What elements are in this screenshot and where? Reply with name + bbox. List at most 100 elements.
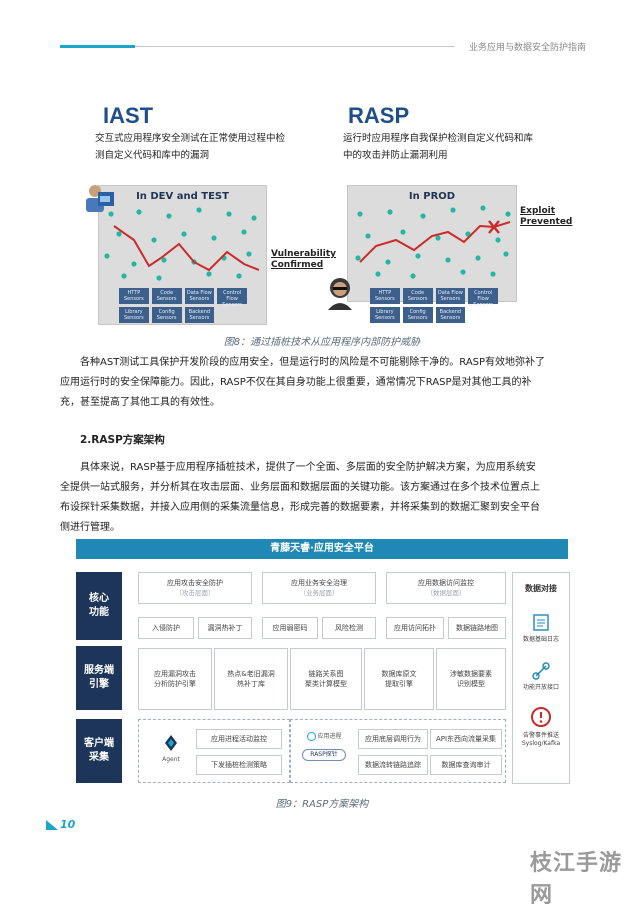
- rasp-architecture-diagram: 青藤天睿·应用安全平台 核心功能 应用攻击安全防护（攻击层面） 应用业务安全治理…: [76, 539, 570, 789]
- illustration-dot: [116, 231, 122, 237]
- client-agent-group: [138, 719, 290, 783]
- iast-trace-line: [113, 225, 260, 272]
- illustration-dot: [226, 211, 232, 217]
- client-issue-policy: 下发插桩检测策略: [196, 755, 282, 775]
- developer-icon: [86, 185, 114, 212]
- rasp-desc-line: 运行时应用程序自我保护检测自定义代码和库: [343, 133, 534, 144]
- illustration-dot: [475, 255, 481, 261]
- illustration-dot: [420, 213, 426, 219]
- illustration-dot: [151, 237, 157, 243]
- illustration-dot: [435, 235, 441, 241]
- engine-hot-patch-library: 热点&老旧漏洞热补丁库: [214, 648, 288, 710]
- illustration-dot: [241, 229, 247, 235]
- side-item-api: 功能开放接口: [522, 684, 559, 691]
- illustration-dot: [357, 211, 363, 217]
- rasp-desc-line: 中的攻击并防止漏洞利用: [343, 150, 448, 161]
- hacker-icon: [328, 278, 352, 310]
- exploit-callout: Exploit Prevented: [520, 206, 573, 227]
- illustration-dot: [400, 229, 406, 235]
- engine-db-text-extraction: 数据库原文提取引擎: [364, 648, 434, 710]
- agent-label: Agent: [162, 756, 180, 763]
- header-accent-line: [60, 45, 135, 48]
- illustration-dot: [236, 273, 242, 279]
- core-item-risk-detection: 风险检测: [322, 617, 376, 639]
- illustration-dot: [490, 271, 496, 277]
- illustration-dot: [181, 231, 187, 237]
- app-process-icon: [306, 732, 316, 741]
- illustration-dot: [480, 205, 486, 211]
- rasp-panel-title: In PROD: [408, 191, 456, 202]
- illustration-dot: [375, 271, 381, 277]
- illustration-dot: [445, 257, 451, 263]
- illustration-dot: [460, 269, 466, 275]
- illustration-dot: [385, 259, 391, 265]
- illustration-dot: [355, 255, 361, 261]
- illustration-dot: [166, 213, 172, 219]
- rasp-title: RASP: [348, 103, 410, 128]
- illustration-dot: [387, 209, 393, 215]
- client-process-monitor: 应用进程活动监控: [196, 729, 282, 749]
- block-x-icon: [488, 220, 500, 234]
- engine-link-cluster-model: 链路关系图聚类计算模型: [290, 648, 362, 710]
- illustration-dot: [161, 257, 167, 263]
- iast-chart: [104, 207, 260, 281]
- illustration-dot: [251, 215, 257, 221]
- illustration-dot: [365, 233, 371, 239]
- rasp-probe-pill: RASP探针: [302, 749, 346, 761]
- header-title: 业务应用与数据安全防护指南: [468, 43, 586, 53]
- vulnerability-callout: Vulnerability Confirmed: [271, 249, 337, 270]
- row-label-engine: 服务端引擎: [76, 646, 122, 710]
- core-item-hot-patch: 漏洞热补丁: [198, 617, 252, 639]
- illustration-dot: [131, 261, 137, 267]
- page-number: 10: [60, 818, 76, 831]
- side-item-log: 数据基础日志: [522, 636, 559, 643]
- illustration-dot: [206, 271, 212, 277]
- illustration-dot: [108, 211, 114, 217]
- data-integration-title: 数据对接: [525, 584, 557, 593]
- app-process-label: 应用进程: [298, 731, 350, 741]
- client-call-behavior: 应用底层调用行为: [358, 729, 428, 749]
- client-rasp-group: [290, 719, 506, 783]
- illustration-dot: [196, 207, 202, 213]
- alert-icon: [531, 707, 551, 727]
- illustration-dot: [136, 209, 142, 215]
- illustration-dot: [121, 273, 127, 279]
- rasp-dots: [355, 205, 511, 279]
- api-plug-icon: [532, 662, 550, 680]
- iast-title: IAST: [103, 103, 154, 128]
- illustration-dot: [450, 207, 456, 213]
- rasp-trace-line: [359, 221, 511, 263]
- agent-block: Agent: [154, 734, 188, 763]
- figure8-caption: 图8：通过插桩技术从应用程序内部防护威胁: [223, 337, 421, 348]
- illustration-dot: [415, 253, 421, 259]
- core-item-access-topology: 应用访问拓扑: [386, 617, 444, 639]
- illustration-dot: [410, 273, 416, 279]
- client-db-audit: 数据库查询审计: [430, 755, 502, 775]
- site-watermark: 枝江手游网: [530, 851, 623, 908]
- iast-description: 交互式应用程序安全测试在正常使用过程中检 测自定义代码和库中的漏洞: [95, 130, 315, 164]
- client-api-traffic: API东西向流量采集: [430, 729, 502, 749]
- header-rule: [135, 46, 455, 47]
- illustration-dot: [495, 237, 501, 243]
- client-data-flow-trace: 数据流转链路追踪: [358, 755, 428, 775]
- section-heading: 2.RASP方案架构: [80, 434, 165, 446]
- page-marker-icon: [46, 820, 58, 830]
- core-group-business: 应用业务安全治理（业务层面）: [262, 572, 376, 604]
- core-group-data: 应用数据访问监控（数据层面）: [386, 572, 506, 604]
- illustration-dot: [156, 275, 162, 281]
